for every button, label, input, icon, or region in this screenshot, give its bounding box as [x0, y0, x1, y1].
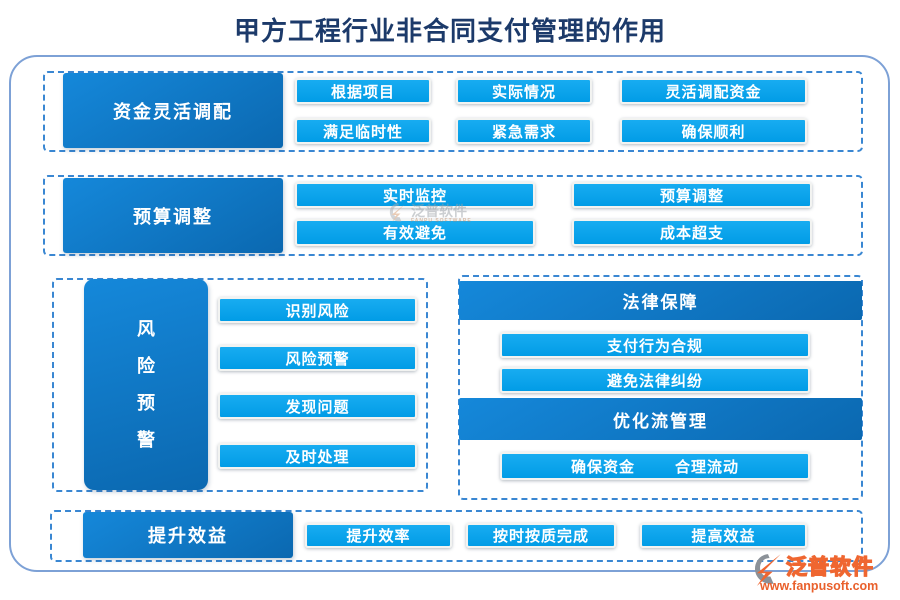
budget-node: 有效避免: [295, 219, 535, 246]
flow-node: 确保资金 合理流动: [500, 452, 810, 480]
content-frame-border: [9, 55, 890, 572]
funding-node: 确保顺利: [620, 118, 807, 144]
benefit-node: 提升效率: [305, 523, 452, 548]
risk-section: [52, 278, 428, 492]
legal-node: 支付行为合规: [500, 332, 810, 358]
budget-node: 实时监控: [295, 182, 535, 208]
funding-node: 灵活调配资金: [620, 78, 807, 104]
risk-label-char: 风: [137, 318, 155, 339]
legal-header-bar: 法律保障: [459, 281, 862, 320]
budget-section: [43, 175, 863, 256]
risk-node: 识别风险: [218, 297, 417, 323]
risk-label-box: 风 险 预 警: [84, 279, 208, 490]
budget-label-box: 预算调整: [63, 178, 283, 253]
risk-label-char: 预: [137, 392, 155, 413]
legal-flow-section: [458, 275, 863, 500]
flow-node-left-text: 确保资金: [570, 458, 635, 476]
risk-label-char: 险: [137, 355, 155, 376]
risk-node: 及时处理: [218, 443, 417, 469]
benefit-label-box: 提升效益: [83, 512, 293, 558]
risk-node: 发现问题: [218, 393, 417, 419]
vendor-logo-icon: [752, 551, 784, 591]
risk-label-char: 警: [137, 429, 155, 450]
benefit-section: [50, 510, 863, 562]
benefit-node: 按时按质完成: [466, 523, 616, 548]
vendor-logo-url: www.fanpusoft.com: [760, 579, 879, 593]
budget-node: 预算调整: [572, 182, 812, 208]
risk-node: 风险预警: [218, 345, 417, 371]
vendor-logo: 泛普软件 www.fanpusoft.com: [752, 549, 897, 597]
funding-node: 根据项目: [295, 78, 431, 104]
page-title: 甲方工程行业非合同支付管理的作用: [233, 16, 666, 46]
funding-node: 满足临时性: [295, 118, 431, 144]
legal-node: 避免法律纠纷: [500, 367, 810, 393]
flow-header-bar: 优化流管理: [459, 398, 862, 440]
vendor-logo-name: 泛普软件: [785, 555, 874, 579]
flow-node-right-text: 合理流动: [675, 458, 740, 476]
funding-section: [43, 71, 863, 152]
funding-node: 实际情况: [456, 78, 592, 104]
funding-label-box: 资金灵活调配: [63, 73, 283, 148]
benefit-node: 提高效益: [640, 523, 807, 548]
funding-node: 紧急需求: [456, 118, 592, 144]
budget-node: 成本超支: [572, 219, 812, 246]
